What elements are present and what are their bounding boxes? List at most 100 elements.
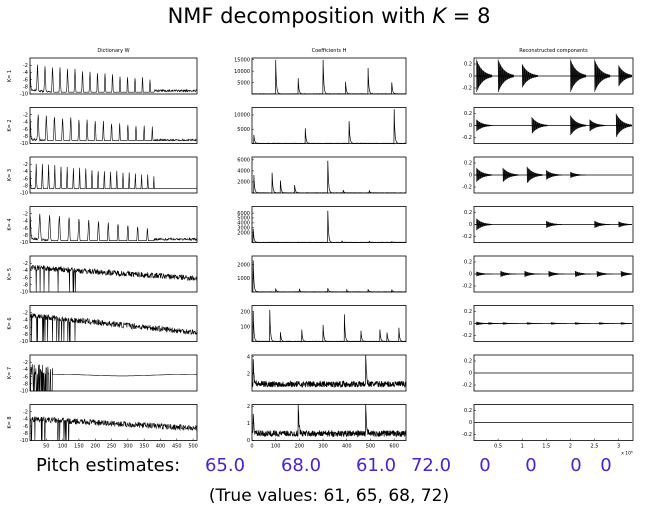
dictionary-curve-row-2 [30,114,198,142]
panel-3-row-5: 0.20-0.2 [462,255,634,293]
panel-3-row-4: 0.20-0.2 [462,206,634,243]
y-tick-label: -8 [23,332,28,338]
y-tick-label: 0 [469,173,472,179]
y-tick-label: 0 [469,371,472,377]
waveform-burst [546,170,563,180]
pitch-value-3: 61.0 [355,455,397,476]
axes-box [29,206,198,243]
waveform-burst [502,167,519,182]
y-tick-label: 0.2 [464,111,472,117]
y-tick-label: -10 [20,290,28,296]
title-suffix: = 8 [446,4,491,28]
waveform-burst [476,119,493,132]
panel-1-row-4: K= 4-2-4-6-8-10 [7,206,198,246]
waveform-burst [502,321,519,326]
pitch-value-6: 0 [525,455,537,476]
y-tick-label: -4 [23,120,28,126]
x-tick-label: 2.5 [590,444,598,450]
waveform-burst [620,322,633,326]
y-tick-label: -0.2 [462,284,472,290]
x-tick-label: 150 [74,444,84,450]
waveform-burst [531,117,548,134]
x-tick-label: 450 [172,444,182,450]
y-tick-label: 0 [469,74,472,80]
y-tick-label: -0.2 [462,86,472,92]
y-tick-label: 15000 [234,57,250,63]
column-title-1: Dictionary W [97,48,129,54]
x-tick-label: 200 [90,444,100,450]
column-title-3: Reconstructed components [519,48,588,54]
pitch-label: Pitch estimates: [36,455,181,476]
waveform-burst [618,221,633,228]
y-tick-label: -4 [23,169,28,175]
axes-box [29,57,198,95]
waveform-burst [570,59,587,92]
y-tick-label: 2000 [237,230,250,236]
x-tick-label: 100 [58,444,68,450]
dictionary-curve-row-1 [30,64,198,94]
y-tick-label: -6 [23,374,28,380]
y-tick-label: -6 [23,226,28,232]
axes-box [251,404,407,441]
panel-3-row-3: 0.20-0.2 [462,156,634,194]
coefficients-curve-row-2 [251,109,407,145]
x-tick-label: 1.5 [542,444,550,450]
y-tick-label: -0.2 [462,185,472,191]
panel-1-row-3: K= 3-2-4-6-8-10 [7,156,198,197]
row-label: K= 1 [7,70,13,82]
row-label: K= 8 [7,416,13,428]
coefficients-curve-row-7 [251,354,407,389]
axes-box [251,57,407,95]
y-tick-label: -8 [23,431,28,437]
waveform-burst [476,167,493,182]
y-tick-label: 3000 [237,226,250,232]
waveform-burst [574,270,591,277]
y-tick-label: -6 [23,127,28,133]
y-tick-label: -10 [20,191,28,197]
waveform-burst [574,322,591,326]
x-tick-label: 3 [617,444,620,450]
pitch-value-4: 72.0 [410,455,452,476]
axes-box [251,107,407,144]
x-tick-label: 600 [389,444,399,450]
waveform-burst [476,59,493,92]
coefficients-curve-row-6 [251,309,407,343]
y-tick-label: -6 [23,275,28,281]
y-tick-label: -0.2 [462,234,472,240]
y-tick-label: -10 [20,240,28,246]
figure-title: NMF decomposition with K = 8 [0,4,658,28]
panel-1-row-6: K= 6-2-4-6-8-10 [7,305,198,345]
x-tick-label: 500 [366,444,376,450]
y-tick-label: 5000 [237,80,250,86]
y-tick-label: -2 [23,409,28,415]
y-tick-label: 0.2 [464,309,472,315]
y-tick-label: 200 [240,309,250,315]
dictionary-curve-row-6 [30,313,198,342]
y-tick-label: -6 [23,424,28,430]
pitch-value-2: 68.0 [280,455,322,476]
y-tick-label: 6000 [237,158,250,164]
row-label: K= 5 [7,268,13,280]
x-tick-label: 500 [188,444,198,450]
y-tick-label: 10000 [234,69,250,75]
y-tick-label: 4000 [237,169,250,175]
y-tick-label: -4 [23,70,28,76]
waveform-burst [589,119,606,132]
y-tick-label: 0.2 [464,210,472,216]
waveform-burst [548,270,565,277]
y-tick-label: -2 [23,162,28,168]
y-tick-label: -8 [23,233,28,239]
x-axis-exponent: x 10⁵ [621,451,633,457]
waveform-burst [497,59,515,92]
x-tick-label: 0 [250,444,253,450]
y-tick-label: -4 [23,417,28,423]
panel-1-row-1: K= 1-2-4-6-8-10 [7,57,198,98]
x-tick-label: 300 [123,444,133,450]
waveform-burst [476,271,493,277]
